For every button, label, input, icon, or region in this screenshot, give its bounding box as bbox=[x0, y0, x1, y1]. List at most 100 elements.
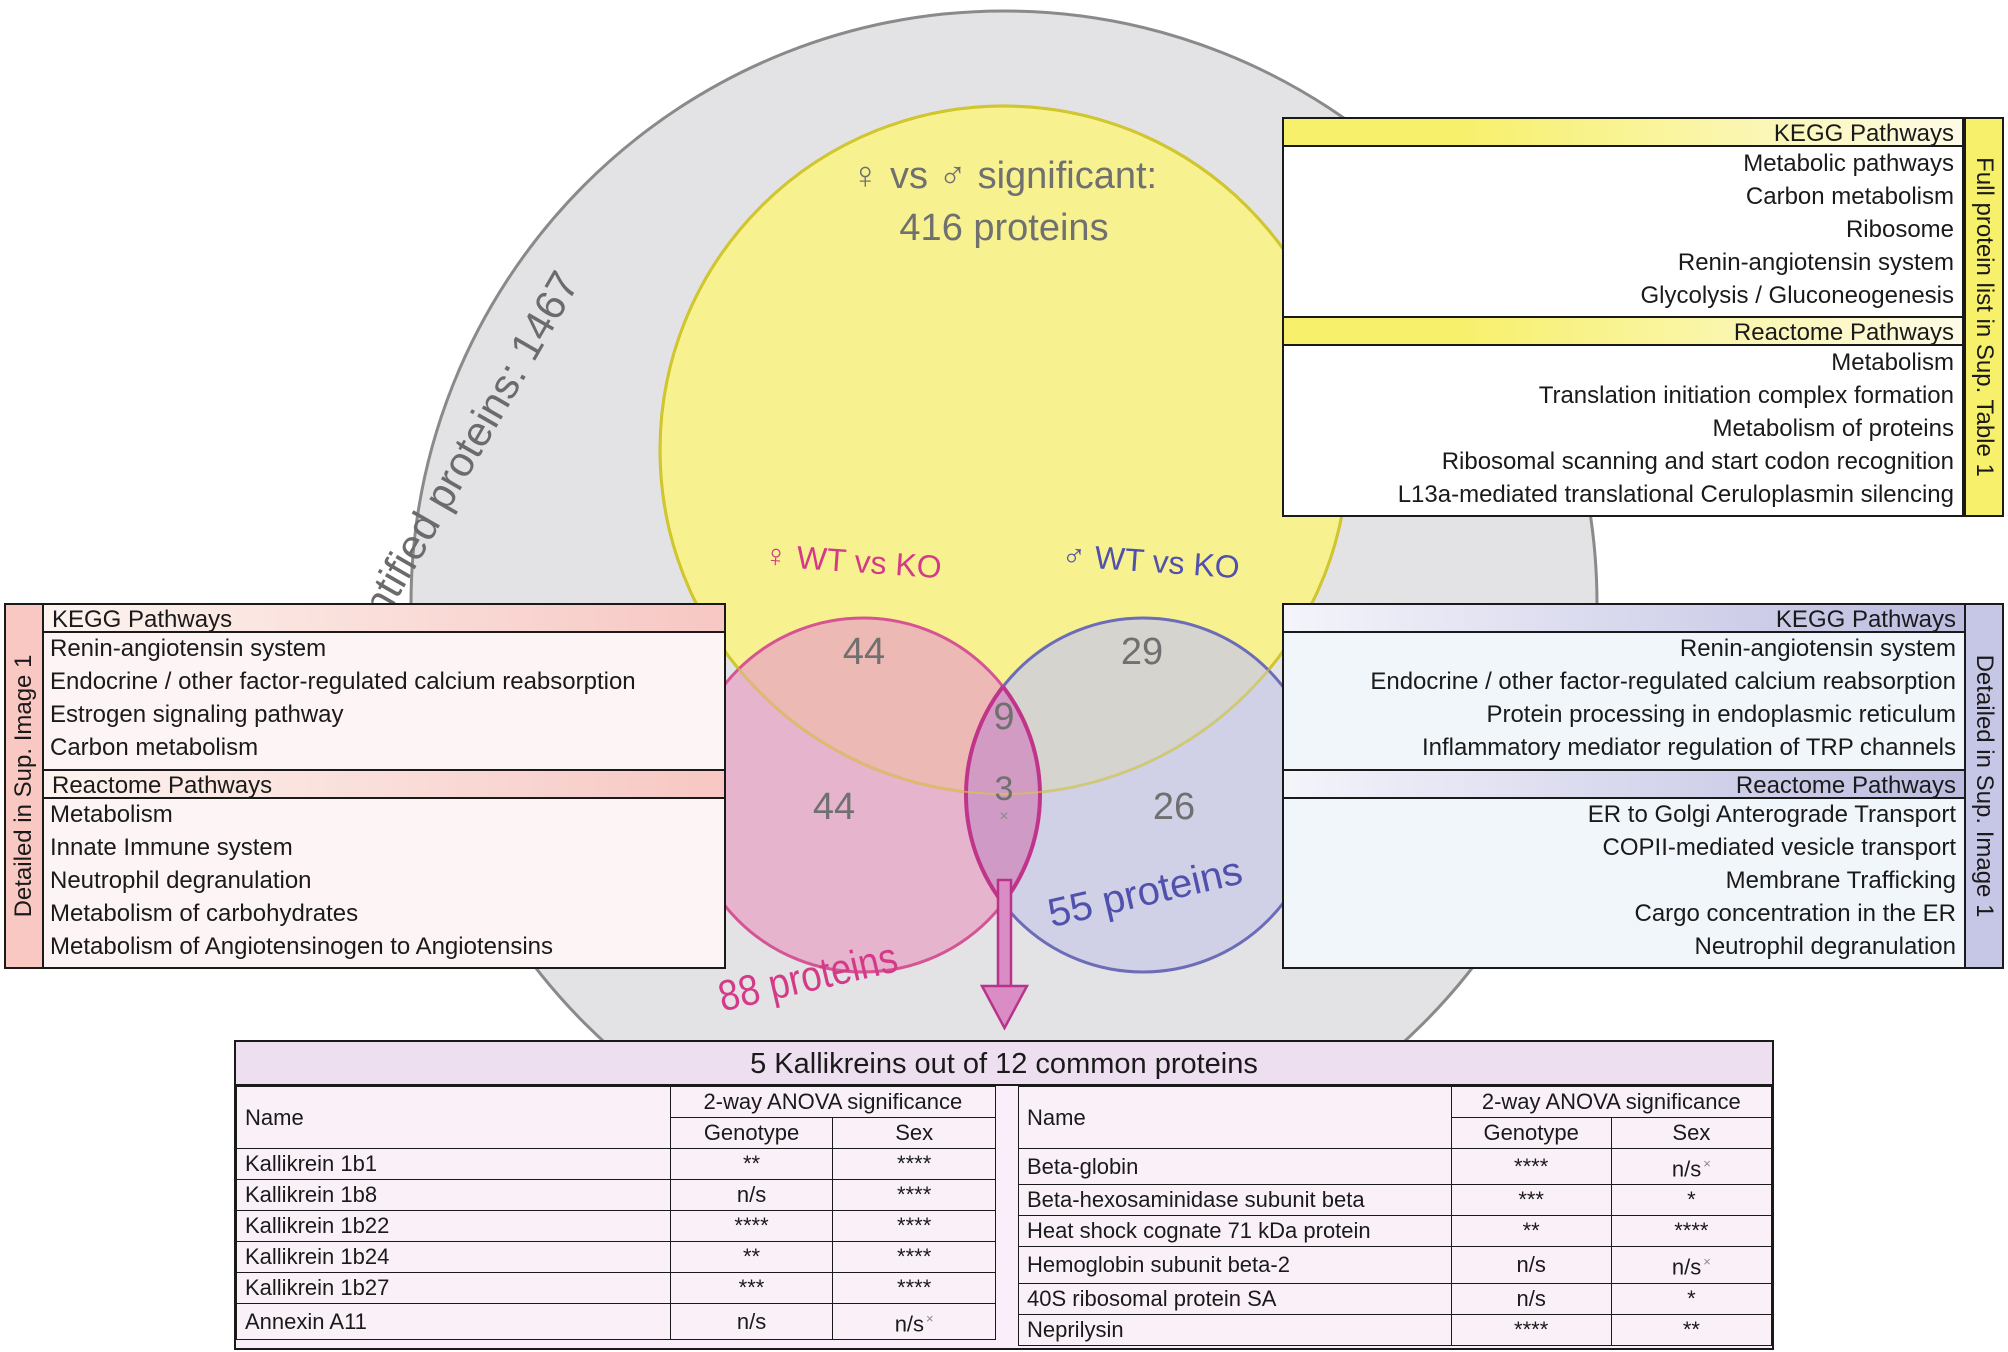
female-kegg-header: KEGG Pathways bbox=[42, 603, 726, 633]
male-reactome-item: Membrane Trafficking bbox=[1725, 867, 1956, 894]
genotype-significance-cell-text: ** bbox=[742, 1244, 761, 1269]
genotype-significance-cell-text: ** bbox=[1522, 1218, 1540, 1244]
genotype-significance-cell-text: *** bbox=[738, 1275, 765, 1300]
sex-significance-cell: n/s× bbox=[832, 1302, 996, 1341]
anova-column-header: 2-way ANOVA significance bbox=[669, 1086, 997, 1118]
female-reactome-item: Neutrophil degranulation bbox=[50, 867, 312, 894]
protein-name-cell-text: Kallikrein 1b27 bbox=[245, 1275, 390, 1300]
protein-row: Kallikrein 1b27******* bbox=[236, 1272, 996, 1304]
protein-row: Kallikrein 1b1****** bbox=[236, 1148, 996, 1180]
sex-kegg-header: KEGG Pathways bbox=[1282, 117, 1964, 147]
sex-reactome-header: Reactome Pathways bbox=[1282, 316, 1964, 346]
genotype-significance-cell: *** bbox=[1450, 1184, 1612, 1217]
sex-significance-cell-text: * bbox=[1687, 1285, 1696, 1311]
male-kegg-item: Endocrine / other factor-regulated calci… bbox=[1370, 668, 1956, 695]
female-reactome-header: Reactome Pathways bbox=[42, 769, 726, 799]
protein-row: Kallikrein 1b24****** bbox=[236, 1241, 996, 1273]
protein-name-cell-text: Beta-hexosaminidase subunit beta bbox=[1027, 1187, 1365, 1213]
sex-reactome-item: Metabolism of proteins bbox=[1712, 415, 1954, 442]
protein-row: Beta-globin****n/s× bbox=[1018, 1147, 1773, 1186]
protein-name-cell-text: Neprilysin bbox=[1027, 1316, 1124, 1342]
protein-name-cell: Kallikrein 1b22 bbox=[236, 1210, 671, 1242]
protein-name-cell-text: Annexin A11 bbox=[245, 1308, 367, 1334]
sex-kegg-item: Ribosome bbox=[1845, 216, 1954, 243]
protein-name-cell-text: Hemoglobin subunit beta-2 bbox=[1027, 1251, 1290, 1277]
genotype-significance-cell-text: n/s bbox=[1516, 1251, 1546, 1277]
male-reactome-header: Reactome Pathways bbox=[1282, 769, 1966, 799]
protein-name-cell: Kallikrein 1b8 bbox=[236, 1179, 671, 1211]
male-reactome-item: ER to Golgi Anterograde Transport bbox=[1587, 801, 1956, 828]
sex-column-header: Sex bbox=[1610, 1117, 1773, 1149]
common-proteins-left-table: Name 2-way ANOVA significance Genotype S… bbox=[236, 1086, 997, 1341]
protein-name-cell: Beta-globin bbox=[1018, 1147, 1452, 1186]
name-column-header: Name bbox=[1018, 1086, 1452, 1149]
protein-name-cell-text: Kallikrein 1b22 bbox=[245, 1213, 390, 1238]
female-side-label: Detailed in Sup. Image 1 bbox=[4, 603, 44, 969]
protein-name-cell: 40S ribosomal protein SA bbox=[1018, 1282, 1452, 1315]
sex-side-label: Full protein list in Sup. Table 1 bbox=[1964, 117, 2004, 517]
genotype-significance-cell: **** bbox=[1450, 1147, 1612, 1186]
sex-reactome-item: Ribosomal scanning and start codon recog… bbox=[1441, 448, 1954, 475]
genotype-significance-cell-text: n/s bbox=[736, 1182, 767, 1207]
sex-significance-cell-text: **** bbox=[897, 1244, 932, 1269]
female-reactome-item: Metabolism bbox=[50, 801, 173, 828]
sex-significance-cell-text: **** bbox=[1674, 1218, 1709, 1244]
male-kegg-header: KEGG Pathways bbox=[1282, 603, 1966, 633]
genotype-significance-cell: ** bbox=[669, 1148, 834, 1180]
sex-significance-cell-text: **** bbox=[897, 1213, 932, 1238]
protein-name-cell-text: Kallikrein 1b24 bbox=[245, 1244, 390, 1269]
protein-name-cell-text: Kallikrein 1b8 bbox=[245, 1182, 378, 1207]
female-kegg-item: Carbon metabolism bbox=[50, 734, 259, 761]
sex-significant-count: 416 proteins bbox=[899, 207, 1108, 249]
sex-significance-cell-text: **** bbox=[897, 1182, 932, 1207]
sex-kegg-item: Glycolysis / Gluconeogenesis bbox=[1640, 282, 1954, 309]
sex-kegg-item: Metabolic pathways bbox=[1743, 150, 1954, 177]
male-side-label: Detailed in Sup. Image 1 bbox=[1964, 603, 2004, 969]
common-lens-outline-right bbox=[966, 618, 1042, 972]
anova-column-header: 2-way ANOVA significance bbox=[1450, 1086, 1773, 1118]
sex-significance-cell-text: **** bbox=[897, 1151, 932, 1176]
protein-row: 40S ribosomal protein SA n/s * bbox=[1018, 1282, 1773, 1315]
protein-name-cell: Hemoglobin subunit beta-2 bbox=[1018, 1246, 1452, 1284]
sex-significance-cell: * bbox=[1610, 1282, 1773, 1315]
nonsignificant-marker: × bbox=[926, 1311, 934, 1326]
genotype-significance-cell: *** bbox=[669, 1272, 834, 1304]
sex-significance-cell: **** bbox=[832, 1179, 996, 1211]
genotype-significance-cell-text: **** bbox=[1514, 1316, 1549, 1342]
sex-significance-cell-text: * bbox=[1687, 1187, 1696, 1213]
protein-row: Kallikrein 1b8 n/s **** bbox=[236, 1179, 996, 1211]
protein-name-cell: Annexin A11 bbox=[236, 1302, 671, 1341]
protein-name-cell-text: Beta-globin bbox=[1027, 1153, 1139, 1179]
genotype-significance-cell: n/s bbox=[1450, 1246, 1612, 1284]
female-kegg-item: Endocrine / other factor-regulated calci… bbox=[50, 668, 636, 695]
genotype-significance-cell: n/s bbox=[669, 1302, 834, 1341]
sex-significance-cell-text: n/s bbox=[1671, 1156, 1702, 1182]
count-all-three: 9 bbox=[993, 696, 1014, 738]
sex-significance-cell-text: **** bbox=[897, 1275, 932, 1300]
protein-name-cell: Beta-hexosaminidase subunit beta bbox=[1018, 1184, 1452, 1217]
sex-significant-label: ♀ vs ♂ significant: bbox=[851, 155, 1157, 197]
protein-name-cell: Heat shock cognate 71 kDa protein bbox=[1018, 1215, 1452, 1248]
sex-kegg-item: Renin-angiotensin system bbox=[1677, 249, 1954, 276]
sex-column-header: Sex bbox=[832, 1117, 996, 1149]
sex-significance-cell: * bbox=[1610, 1184, 1773, 1217]
common-proteins-title: 5 Kallikreins out of 12 common proteins bbox=[236, 1042, 1772, 1086]
common-lens-outline-left bbox=[964, 618, 1040, 972]
female-kegg-item: Estrogen signaling pathway bbox=[50, 701, 344, 728]
genotype-column-header: Genotype bbox=[669, 1117, 834, 1149]
sex-significance-cell-text: n/s bbox=[1671, 1254, 1702, 1280]
female-reactome-item: Metabolism of carbohydrates bbox=[50, 900, 359, 927]
female-reactome-item: Metabolism of Angiotensinogen to Angiote… bbox=[50, 933, 554, 960]
sex-reactome-item: Translation initiation complex formation bbox=[1538, 382, 1954, 409]
male-side-label-text: Detailed in Sup. Image 1 bbox=[1971, 654, 1998, 918]
male-kegg-item: Inflammatory mediator regulation of TRP … bbox=[1421, 734, 1956, 761]
sex-significance-cell: **** bbox=[832, 1241, 996, 1273]
female-side-label-text: Detailed in Sup. Image 1 bbox=[10, 654, 37, 918]
protein-name-cell: Neprilysin bbox=[1018, 1313, 1452, 1346]
genotype-significance-cell-text: n/s bbox=[1516, 1285, 1546, 1311]
male-kegg-item: Renin-angiotensin system bbox=[1679, 635, 1956, 662]
protein-name-cell-text: Heat shock cognate 71 kDa protein bbox=[1027, 1218, 1371, 1244]
